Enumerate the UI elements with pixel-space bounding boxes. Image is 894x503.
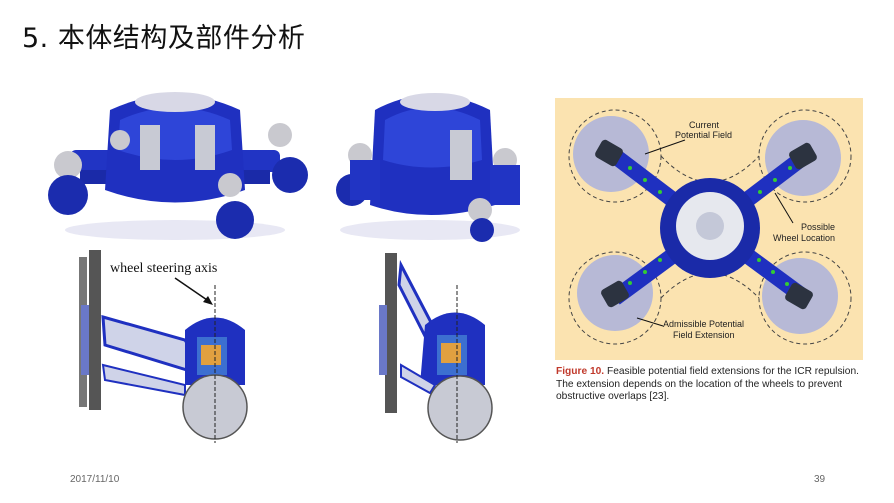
caption-text: Feasible potential field extensions for … bbox=[556, 366, 859, 402]
potential-field-diagram bbox=[568, 109, 852, 345]
potential-field-figure: Current Potential Field Possible Wheel L… bbox=[555, 98, 863, 360]
label-admissible: Admissible Potential bbox=[663, 319, 745, 329]
label-current: Current bbox=[689, 120, 720, 130]
slide-page-number: 39 bbox=[814, 474, 826, 485]
slide-title: 5. 本体结构及部件分析 bbox=[22, 23, 306, 54]
label-possible-2: Wheel Location bbox=[773, 233, 836, 243]
wheel-steering-axis-label: wheel steering axis bbox=[110, 261, 218, 276]
caption-prefix: Figure 10. bbox=[556, 366, 605, 377]
label-possible: Possible bbox=[801, 222, 836, 232]
label-current-2: Potential Field bbox=[675, 130, 733, 140]
wheel-section-left bbox=[79, 250, 248, 443]
slide-date: 2017/11/10 bbox=[70, 474, 120, 485]
robot-render-left bbox=[48, 92, 308, 240]
wheel-section-middle bbox=[379, 253, 493, 443]
label-admissible-2: Field Extension bbox=[673, 330, 735, 340]
figure-caption: Figure 10. Feasible potential field exte… bbox=[556, 366, 866, 404]
robot-render-middle bbox=[336, 93, 520, 242]
